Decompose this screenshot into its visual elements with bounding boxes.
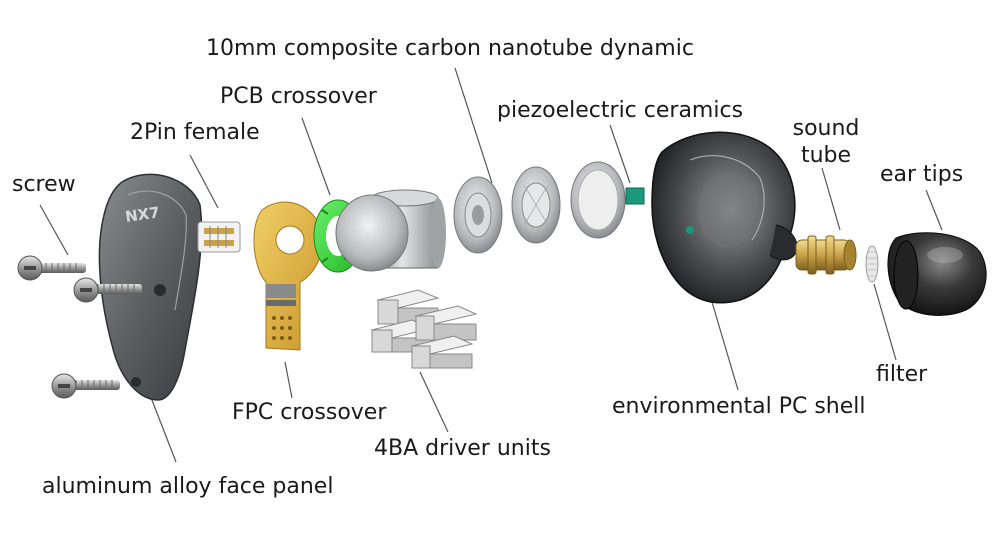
label-pcb-crossover: PCB crossover — [220, 84, 377, 109]
pc-shell — [651, 131, 798, 304]
label-2pin-female: 2Pin female — [130, 120, 260, 145]
sound-tube — [795, 235, 857, 275]
leader-shell — [711, 301, 739, 391]
label-sound-tube: sound tube — [780, 115, 872, 169]
screw-1 — [17, 255, 86, 281]
screws — [17, 255, 142, 399]
leader-fpc — [284, 361, 293, 399]
label-screw: screw — [12, 172, 76, 197]
screw-3 — [51, 373, 120, 399]
leader-screw — [39, 204, 69, 256]
label-4ba-driver-units: 4BA driver units — [374, 436, 551, 461]
face-panel: NX7 — [98, 173, 203, 401]
label-piezo-ceramics: piezoelectric ceramics — [497, 98, 744, 123]
piezo-ceramic — [570, 161, 645, 239]
leader-dynamic — [454, 67, 493, 184]
leader-ba — [419, 371, 449, 433]
ba-driver-units — [370, 289, 478, 369]
leader-2pin — [189, 154, 219, 209]
filter-mesh — [865, 245, 879, 283]
leader-ear-tips — [925, 189, 943, 231]
label-sound-tube-line1: sound — [792, 116, 860, 141]
ear-tip — [887, 232, 987, 316]
dynamic-driver-frame — [453, 176, 503, 254]
label-face-panel: aluminum alloy face panel — [42, 474, 334, 499]
dynamic-driver-diaphragm — [511, 166, 561, 244]
leader-face-panel — [149, 394, 177, 463]
label-fpc-crossover: FPC crossover — [232, 400, 387, 425]
leader-piezo — [609, 124, 631, 184]
label-sound-tube-line2: tube — [800, 143, 852, 168]
label-filter: filter — [876, 362, 928, 387]
dynamic-driver-magnet — [335, 189, 446, 272]
leader-lines — [39, 67, 943, 463]
two-pin-connector — [197, 221, 241, 253]
screw-2 — [73, 277, 142, 303]
leader-sound-tube — [821, 167, 841, 231]
leader-filter — [873, 283, 897, 361]
leader-pcb — [301, 117, 331, 196]
label-pc-shell: environmental PC shell — [612, 394, 866, 419]
fpc-crossover — [253, 201, 323, 351]
label-dynamic-driver: 10mm composite carbon nanotube dynamic — [206, 36, 694, 61]
panel-engraving: NX7 — [124, 203, 161, 226]
label-ear-tips: ear tips — [880, 162, 964, 187]
